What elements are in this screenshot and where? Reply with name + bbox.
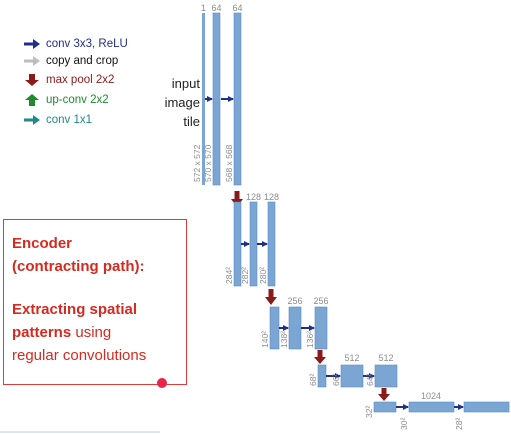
callout-body-bold: Extracting spatial bbox=[12, 301, 138, 318]
feature-map-block bbox=[202, 13, 205, 185]
feature-map-block bbox=[212, 12, 221, 186]
channel-count-label: 128 bbox=[264, 192, 279, 202]
max-pool-arrow bbox=[378, 388, 390, 401]
input-label-line: image bbox=[164, 95, 200, 110]
channel-count-label: 256 bbox=[313, 296, 328, 306]
channel-count-label: 1024 bbox=[421, 391, 441, 401]
channel-count-label: 64 bbox=[211, 3, 221, 13]
channel-count-label: 512 bbox=[378, 353, 393, 363]
callout-title-line: Encoder bbox=[12, 235, 73, 252]
channel-count-label: 1 bbox=[201, 3, 206, 13]
feature-map-block bbox=[374, 364, 398, 388]
arrow-right-icon bbox=[24, 115, 40, 125]
feature-map-block bbox=[249, 201, 258, 287]
legend-label: conv 1x1 bbox=[46, 114, 93, 126]
legend-label: up-conv 2x2 bbox=[46, 94, 109, 106]
arrow-right-icon bbox=[24, 56, 40, 66]
spatial-size-label: 28² bbox=[454, 418, 464, 430]
legend-label: conv 3x3, ReLU bbox=[46, 38, 128, 50]
channel-count-label: 64 bbox=[232, 3, 242, 13]
spatial-size-label: 284² bbox=[224, 267, 234, 284]
max-pool-arrow bbox=[265, 289, 277, 305]
channel-count-label: 512 bbox=[344, 353, 359, 363]
callout-body: Extracting spatial patterns using regula… bbox=[12, 298, 184, 367]
feature-map-block bbox=[373, 401, 397, 413]
channel-count-label: 128 bbox=[246, 192, 261, 202]
spatial-size-label: 140² bbox=[260, 331, 270, 348]
spatial-size-label: 66² bbox=[331, 374, 341, 386]
callout-body-bold: patterns bbox=[12, 324, 72, 341]
legend-conv1x1: conv 1x1 bbox=[24, 114, 92, 126]
spatial-size-label: 280² bbox=[258, 267, 268, 284]
spatial-size-label: 32² bbox=[364, 406, 374, 418]
channel-count-label: 256 bbox=[287, 296, 302, 306]
callout-body-text: using bbox=[71, 324, 112, 341]
callout-title: Encoder (contracting path): bbox=[12, 232, 184, 278]
encoder-callout-box: Encoder (contracting path): Extracting s… bbox=[3, 219, 187, 388]
spatial-size-label: 568 x 568 bbox=[224, 144, 234, 182]
bottom-divider bbox=[0, 431, 160, 433]
feature-map-block bbox=[463, 401, 510, 413]
legend-label: copy and crop bbox=[46, 55, 119, 67]
feature-map-block bbox=[314, 306, 328, 350]
feature-map-block bbox=[269, 306, 280, 350]
legend-label: max pool 2x2 bbox=[46, 74, 115, 86]
feature-map-block bbox=[267, 201, 276, 287]
spatial-size-label: 30² bbox=[399, 418, 409, 430]
input-label-line: input bbox=[171, 76, 200, 91]
max-pool-arrow bbox=[314, 350, 326, 364]
arrow-down-icon bbox=[25, 74, 39, 86]
input-image-tile-label: input image tile bbox=[150, 74, 200, 131]
arrow-up-icon bbox=[25, 94, 39, 106]
input-label-line: tile bbox=[183, 114, 200, 129]
legend-up-conv: up-conv 2x2 bbox=[24, 94, 109, 106]
arrow-right-icon bbox=[24, 39, 40, 49]
legend-conv3x3: conv 3x3, ReLU bbox=[24, 38, 128, 50]
feature-map-block bbox=[340, 364, 364, 388]
spatial-size-label: 282² bbox=[240, 267, 250, 284]
feature-map-block bbox=[288, 306, 302, 350]
spatial-size-label: 570 x 570 bbox=[203, 144, 213, 182]
feature-map-block bbox=[233, 12, 242, 186]
pointer-dot bbox=[157, 378, 167, 388]
legend-max-pool: max pool 2x2 bbox=[24, 74, 114, 86]
legend-copy-crop: copy and crop bbox=[24, 55, 118, 67]
callout-body-text: regular convolutions bbox=[12, 347, 147, 364]
spatial-size-label: 136² bbox=[305, 331, 315, 348]
spatial-size-label: 68² bbox=[308, 374, 318, 386]
spatial-size-label: 64² bbox=[365, 374, 375, 386]
spatial-size-label: 138² bbox=[279, 331, 289, 348]
feature-map-block bbox=[408, 401, 455, 413]
callout-title-line: (contracting path): bbox=[12, 258, 145, 275]
feature-map-block bbox=[317, 364, 327, 388]
spatial-size-label: 572 x 572 bbox=[192, 144, 202, 182]
